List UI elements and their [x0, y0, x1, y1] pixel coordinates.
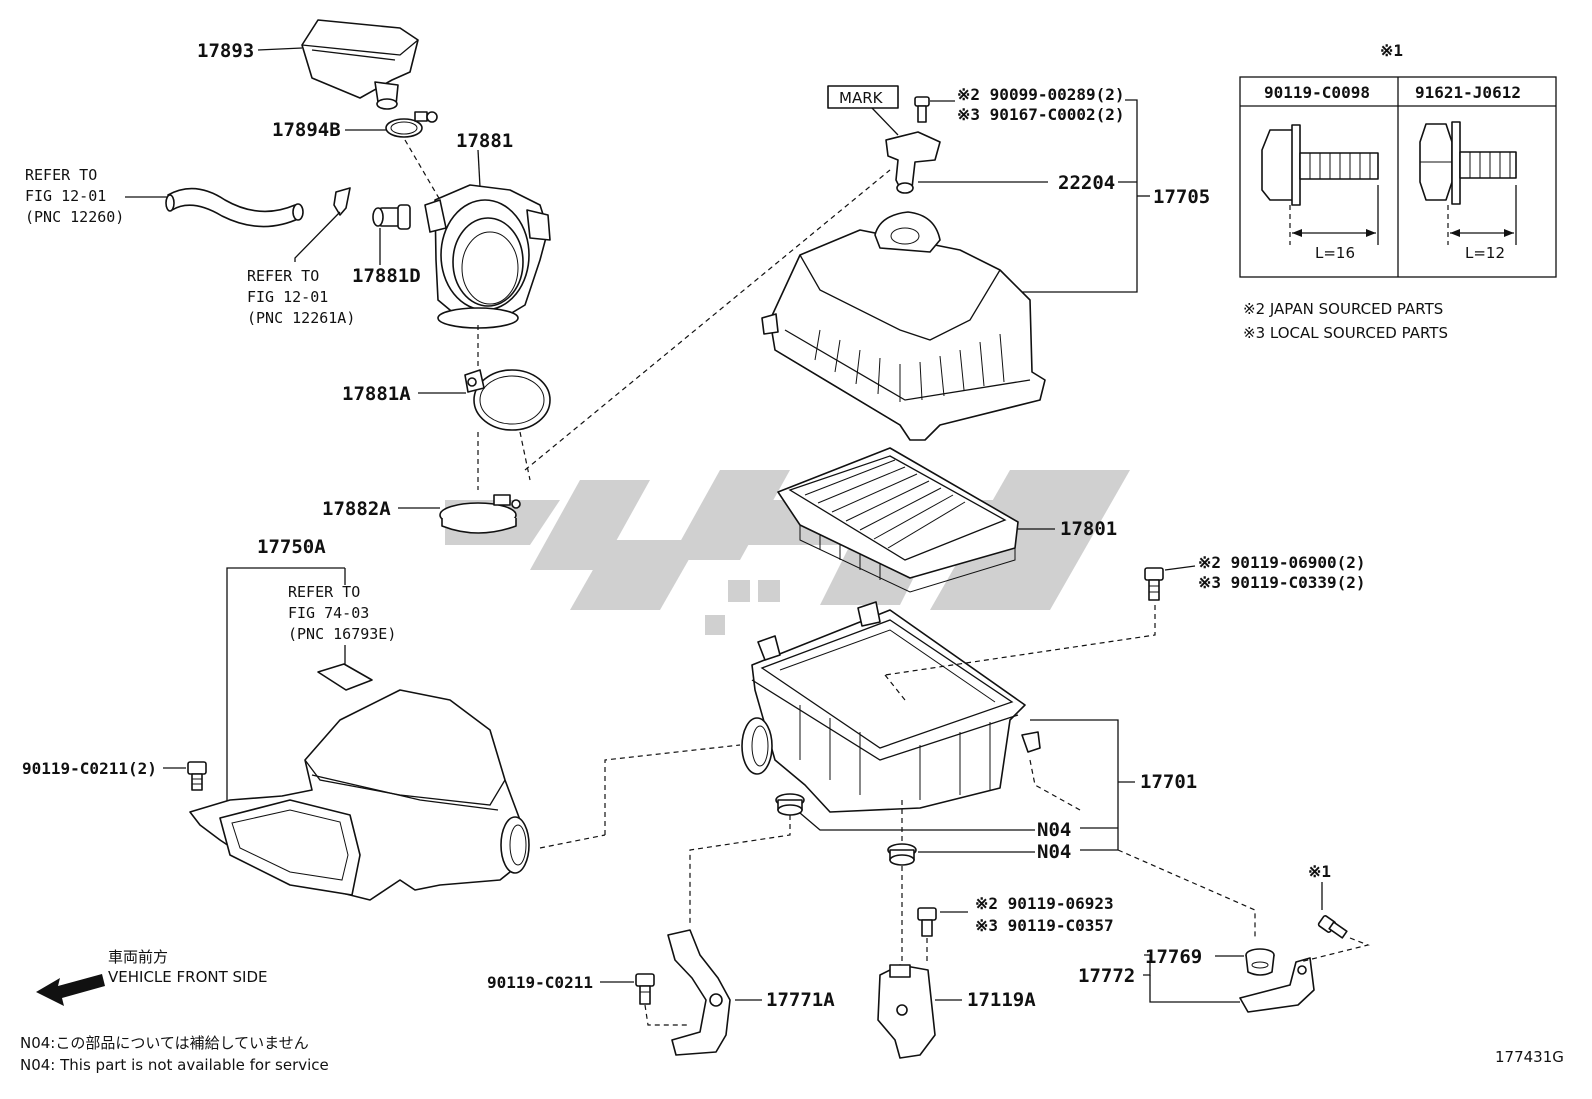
bolt-jp-label: ※2 90119-06900(2) — [1198, 553, 1366, 572]
hose-band-17882A-part — [439, 494, 521, 534]
resonator-17893-part — [301, 19, 419, 110]
refer-fig12-hose-line3: (PNC 12260) — [25, 208, 124, 226]
mark-box — [827, 85, 899, 109]
vehicle-front-arrow-icon — [36, 974, 105, 1006]
airflow-meter-17881-part — [424, 184, 551, 329]
refer-fig74-line1: REFER TO — [288, 583, 360, 601]
bolt-table-col1-header: 90119-C0098 — [1264, 83, 1370, 102]
grommet-n04-upper-part — [775, 793, 805, 816]
screw-jp-label: ※2 90099-00289(2) — [957, 85, 1125, 104]
mark-label: MARK — [839, 89, 884, 107]
refer-fig74-line3: (PNC 16793E) — [288, 625, 396, 643]
bolt-star1-label: ※1 — [1308, 862, 1331, 881]
refer-fig74-line2: FIG 74-03 — [288, 604, 369, 622]
part-label-17119A: 17119A — [967, 989, 1036, 1011]
bolt-90119-C0211-2-part — [187, 761, 207, 791]
bracket-17772-part — [1239, 957, 1315, 1013]
air-cleaner-cap-17705-part — [761, 211, 1046, 441]
part-label-17801: 17801 — [1060, 518, 1117, 540]
part-label-17769: 17769 — [1145, 946, 1202, 968]
bolt-90119-06923-part — [917, 907, 937, 937]
bolt-90119-C0211-part — [635, 973, 655, 1005]
part-label-17881A: 17881A — [342, 383, 411, 405]
bolt-table — [1239, 76, 1557, 278]
grommet-17769-part — [1245, 948, 1275, 976]
part-label-90119-C0211-2: 90119-C0211(2) — [22, 759, 157, 778]
screw-local-label: ※3 90167-C0002(2) — [957, 105, 1125, 124]
hose-band-17881A-part — [464, 369, 551, 431]
part-label-n04-lower: N04 — [1037, 841, 1071, 863]
bolt-table-col1-length: L=16 — [1315, 244, 1355, 262]
part-label-17750A: 17750A — [257, 536, 326, 558]
part-label-22204: 22204 — [1058, 172, 1115, 194]
bolt-90119-06900-part — [1144, 567, 1164, 601]
part-label-17882A: 17882A — [322, 498, 391, 520]
bracket-17771A-part — [667, 929, 731, 1056]
refer-fig12-clip-line3: (PNC 12261A) — [247, 309, 355, 327]
drawing-number: 177431G — [1495, 1048, 1564, 1066]
bolt-table-col2-header: 91621-J0612 — [1415, 83, 1521, 102]
bolt-flange-drawing — [1261, 124, 1379, 245]
vehicle-front-en: VEHICLE FRONT SIDE — [108, 968, 268, 986]
part-label-17771A: 17771A — [766, 989, 835, 1011]
part-label-17893: 17893 — [197, 40, 254, 62]
label-sticker-part — [317, 663, 373, 691]
sensor-22204-part — [885, 131, 941, 194]
bracket-17119A-part — [877, 964, 936, 1059]
footnote-en: N04: This part is not available for serv… — [20, 1056, 329, 1074]
bolt-star1-part — [1317, 915, 1348, 939]
nipple-17881D-part — [372, 204, 411, 230]
bolt-washer-drawing — [1419, 121, 1517, 245]
part-label-17701: 17701 — [1140, 771, 1197, 793]
inlet-duct-17750A-part — [189, 689, 530, 901]
vehicle-front-jp: 車両前方 — [108, 948, 168, 966]
bolt-local-label: ※3 90119-C0339(2) — [1198, 573, 1366, 592]
refer-fig12-clip-line1: REFER TO — [247, 267, 319, 285]
part-label-17894B: 17894B — [272, 119, 341, 141]
clip-part — [333, 187, 351, 216]
legend-japan-sourced: ※2 JAPAN SOURCED PARTS — [1243, 300, 1443, 318]
part-label-17881D: 17881D — [352, 265, 421, 287]
part-label-n04-upper: N04 — [1037, 819, 1071, 841]
table-star1-label: ※1 — [1380, 41, 1403, 60]
air-cleaner-case-17701-part — [741, 601, 1041, 813]
refer-fig12-clip-line2: FIG 12-01 — [247, 288, 328, 306]
legend-local-sourced: ※3 LOCAL SOURCED PARTS — [1243, 324, 1448, 342]
bolt-table-col2-length: L=12 — [1465, 244, 1505, 262]
intake-hose-part — [165, 187, 304, 228]
screw-90099-00289-part — [914, 96, 930, 123]
filter-element-17801-part — [777, 447, 1019, 593]
footnote-jp: N04:この部品については補給していません — [20, 1034, 309, 1052]
part-label-17772: 17772 — [1078, 965, 1135, 987]
clamp-17894B-part — [385, 111, 438, 138]
part-label-17705: 17705 — [1153, 186, 1210, 208]
refer-fig12-hose-line1: REFER TO — [25, 166, 97, 184]
part-label-90119-C0211: 90119-C0211 — [487, 973, 593, 992]
bracket-bolt-local-label: ※3 90119-C0357 — [975, 916, 1114, 935]
refer-fig12-hose-line2: FIG 12-01 — [25, 187, 106, 205]
part-label-17881: 17881 — [456, 130, 513, 152]
grommet-n04-lower-part — [887, 843, 917, 866]
bracket-bolt-jp-label: ※2 90119-06923 — [975, 894, 1114, 913]
